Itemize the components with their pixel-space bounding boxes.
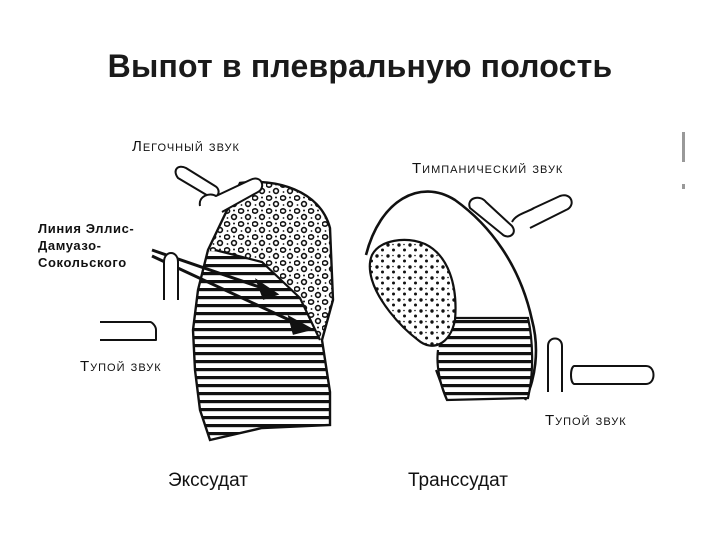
transudate-lung: [364, 190, 538, 402]
finger-icon: [100, 165, 655, 392]
edge-marks: [682, 132, 685, 189]
slide-title: Выпот в плевральную полость: [107, 48, 613, 84]
label-dull-sound-right: Тупой звук: [545, 412, 627, 429]
caption-transudate: Транссудат: [408, 470, 508, 491]
caption-exudate: Экссудат: [168, 470, 248, 491]
label-ellis-line: Линия Эллис- Дамуазо- Сокольского: [38, 221, 135, 270]
label-pulmonary-sound: Легочный звук: [132, 138, 240, 155]
label-dull-sound-left: Тупой звук: [80, 358, 162, 375]
label-tympanic-sound: Тимпанический звук: [412, 160, 564, 177]
